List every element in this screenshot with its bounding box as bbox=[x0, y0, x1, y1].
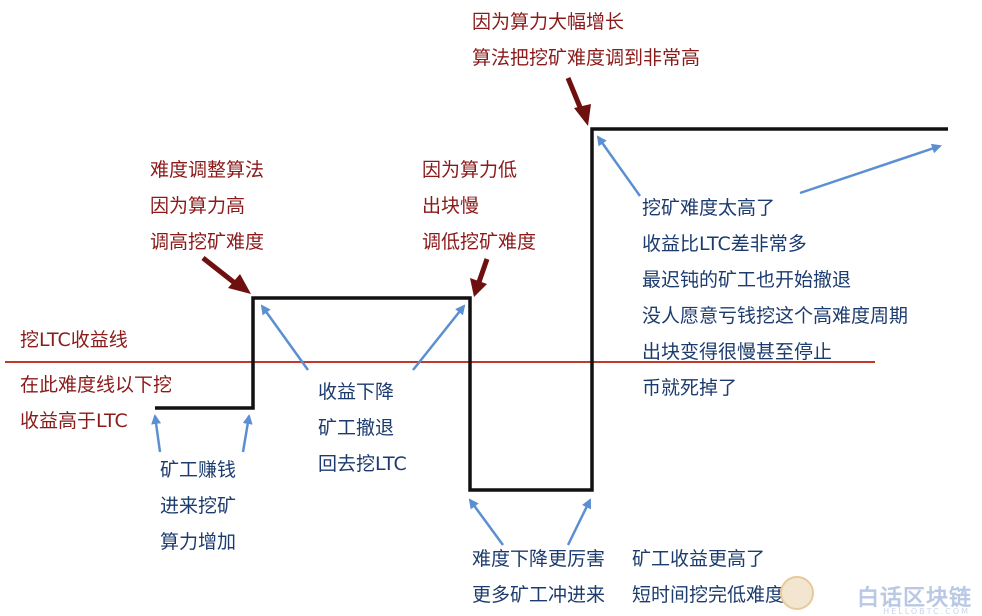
watermark-sub: HELLOBTC.COM bbox=[883, 607, 970, 616]
blue-arrow-2 bbox=[241, 414, 253, 453]
label-raise-difficulty: 难度调整算法 因为算力高 调高挖矿难度 bbox=[150, 159, 265, 253]
blue-arrow-1 bbox=[151, 414, 162, 453]
label-lower-difficulty: 因为算力低 出块慢 调低挖矿难度 bbox=[422, 159, 537, 253]
blue-arrow-5 bbox=[468, 498, 505, 546]
watermark-logo-icon bbox=[780, 576, 814, 610]
dark-red-arrow-left bbox=[201, 256, 251, 294]
label-earnings-fall: 收益下降 矿工撤退 回去挖LTC bbox=[318, 381, 407, 475]
label-miner-gain: 矿工收益更高了 短时间挖完低难度 bbox=[632, 548, 785, 606]
blue-arrow-8 bbox=[799, 143, 942, 195]
blue-arrow-4 bbox=[412, 304, 466, 371]
difficulty-step-line bbox=[155, 127, 948, 492]
watermark-brand: 白话区块链 bbox=[856, 586, 972, 611]
label-ltc-line: 挖LTC收益线 bbox=[20, 329, 128, 351]
dark-red-arrow-top bbox=[565, 77, 591, 126]
label-miners-profit: 矿工赚钱 进来挖矿 算力增加 bbox=[160, 459, 237, 553]
blue-arrow-3 bbox=[260, 304, 310, 371]
label-high-difficulty-effects: 挖矿难度太高了 收益比LTC差非常多 最迟钝的矿工也开始撤退 没人愿意亏钱挖这个… bbox=[642, 197, 909, 399]
blue-arrow-7 bbox=[596, 135, 642, 197]
dark-red-arrow-mid bbox=[470, 258, 490, 297]
blue-arrow-6 bbox=[566, 498, 592, 546]
label-difficulty-drop: 难度下降更厉害 更多矿工冲进来 bbox=[472, 548, 606, 606]
label-below-line: 在此难度线以下挖 收益高于LTC bbox=[20, 374, 173, 432]
label-high-difficulty-cause: 因为算力大幅增长 算法把挖矿难度调到非常高 bbox=[472, 11, 701, 69]
